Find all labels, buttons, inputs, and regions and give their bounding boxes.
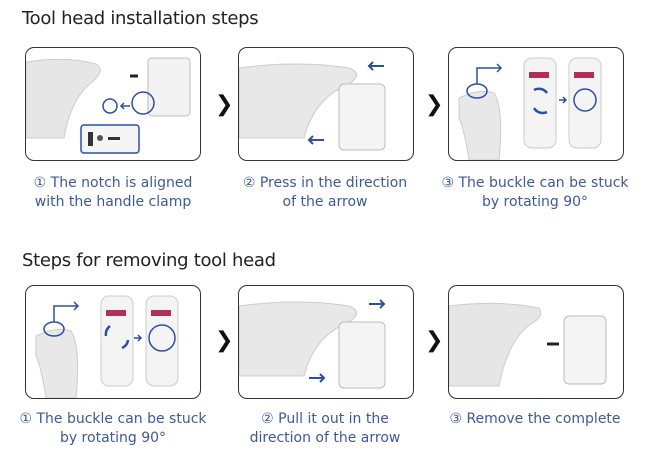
arrow-left-icon bbox=[367, 61, 384, 71]
removal-title: Steps for removing tool head bbox=[22, 250, 276, 271]
remove-step-1-image bbox=[25, 285, 201, 399]
install-step-2-image bbox=[238, 47, 414, 161]
arrow-right-icon bbox=[309, 373, 326, 383]
rotate-icon bbox=[532, 87, 549, 115]
install-step-1-image bbox=[25, 47, 201, 161]
installation-title: Tool head installation steps bbox=[22, 8, 259, 29]
install-step-3-image bbox=[448, 47, 624, 161]
arrow-left-icon bbox=[119, 102, 130, 110]
arrow-right-icon bbox=[369, 299, 386, 309]
remove-step-3-image bbox=[448, 285, 624, 399]
next-chevron-icon: ❯ bbox=[215, 92, 234, 117]
next-chevron-icon: ❯ bbox=[425, 92, 444, 117]
next-chevron-icon: ❯ bbox=[215, 328, 234, 353]
remove-step-2-image bbox=[238, 285, 414, 399]
next-chevron-icon: ❯ bbox=[425, 328, 444, 353]
rotate-icon bbox=[104, 324, 130, 350]
notch-circle-icon bbox=[102, 98, 118, 114]
remove-step-3-caption: ③ Remove the complete bbox=[449, 411, 621, 427]
arrow-left-icon bbox=[307, 135, 324, 145]
